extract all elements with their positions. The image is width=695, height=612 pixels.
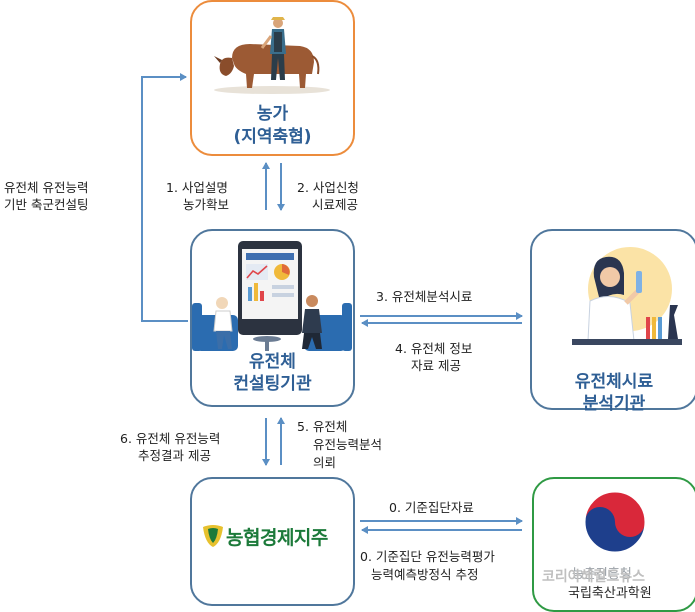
consulting-node: 유전체 컨설팅기관 — [190, 229, 355, 407]
farm-node: 농가 (지역축협) — [190, 0, 355, 156]
edge-5-label-line2: 유전능력분석 — [313, 437, 383, 452]
edge-0a-label: 0. 기준집단자료 — [389, 500, 474, 515]
left-loop-arrow — [141, 73, 188, 322]
nonghyup-logo-icon — [203, 525, 223, 547]
edge-3-label: 3. 유전체분석시료 — [376, 289, 473, 304]
left-loop-label-line2: 기반 축군컨설팅 — [4, 197, 89, 212]
consulting-meeting-illustration — [192, 241, 352, 351]
edge-1-label-line2: 농가확보 — [183, 197, 230, 212]
edge-0b-label-line1: 0. 기준집단 유전능력평가 — [360, 549, 495, 564]
edge-6-label-line2: 추정결과 제공 — [138, 448, 211, 463]
nias-node: 농촌진흥청 국립축산과학원 — [532, 477, 695, 612]
nias-org-name: 국립축산과학원 — [568, 586, 652, 601]
left-loop-label-line1: 유전체 유전능력 — [4, 180, 89, 195]
lab-title: 유전체시료 — [574, 372, 654, 392]
edge-0b-label-line2: 능력예측방정식 추정 — [371, 567, 479, 582]
edge-4-label-line2: 자료 제공 — [411, 358, 461, 373]
edge-6-label-line1: 6. 유전체 유전능력 — [120, 431, 221, 446]
nias-org-top: 농촌진흥청 — [572, 567, 632, 582]
farm-subtitle: (지역축협) — [233, 127, 312, 147]
farm-title: 농가 — [256, 104, 289, 124]
nonghyup-brand-text: 농협경제지주 — [226, 527, 328, 549]
cow-farmer-illustration — [214, 17, 330, 94]
edge-5-label-line3: 의뢰 — [313, 455, 337, 470]
scientist-illustration — [572, 247, 682, 345]
government-emblem-icon — [584, 491, 646, 553]
edge-2-label-line2: 시료제공 — [312, 197, 359, 212]
edge-2-label-line1: 2. 사업신청 — [297, 180, 359, 195]
consulting-subtitle: 컨설팅기관 — [233, 374, 312, 394]
consulting-title: 유전체 — [249, 352, 296, 372]
lab-subtitle: 분석기관 — [582, 394, 646, 414]
watermark-text: 코리아헤럴드뉴스 — [542, 569, 646, 585]
nonghyup-node: 농협경제지주 — [190, 477, 355, 606]
edge-1-label-line1: 1. 사업설명 — [166, 180, 228, 195]
edge-4-label-line1: 4. 유전체 정보 — [395, 341, 473, 356]
lab-node: 유전체시료 분석기관 — [530, 229, 695, 414]
edge-5-label-line1: 5. 유전체 — [297, 419, 348, 434]
